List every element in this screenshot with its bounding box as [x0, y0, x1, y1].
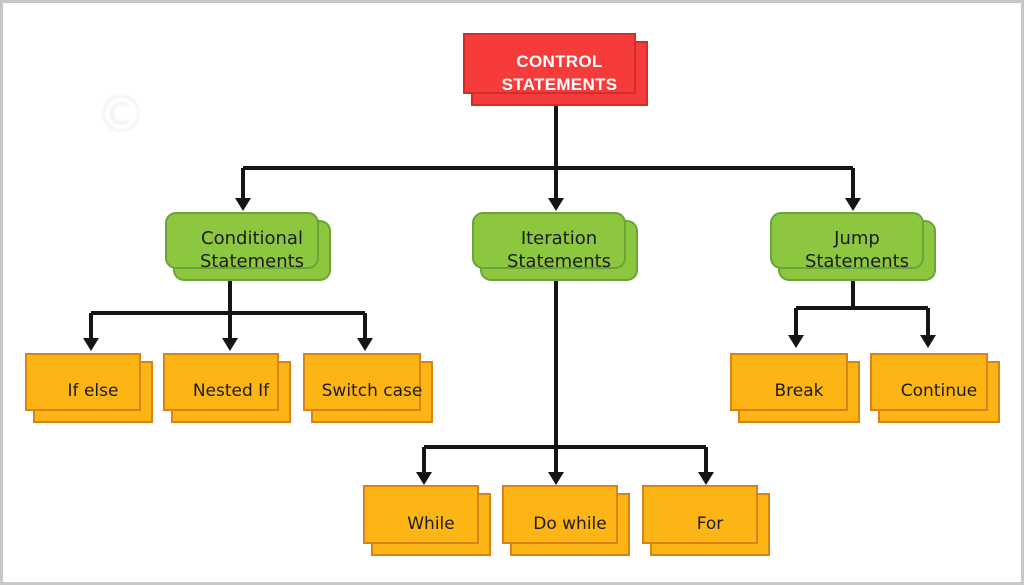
node-jump-statements: Jump Statements: [770, 212, 936, 281]
watermark-copyright-icon: ©: [95, 85, 147, 145]
node-nested-if: Nested If: [163, 353, 291, 423]
connector-lines: [83, 106, 936, 485]
node-conditional-statements: Conditional Statements: [165, 212, 331, 281]
node-do-while: Do while: [502, 485, 630, 556]
node-continue: Continue: [870, 353, 1000, 423]
node-control-statements: CONTROL STATEMENTS: [463, 33, 648, 106]
node-for: For: [642, 485, 770, 556]
node-iteration-statements: Iteration Statements: [472, 212, 638, 281]
node-break: Break: [730, 353, 860, 423]
node-if-else: If else: [25, 353, 153, 423]
node-while: While: [363, 485, 491, 556]
node-switch-case: Switch case: [303, 353, 433, 423]
